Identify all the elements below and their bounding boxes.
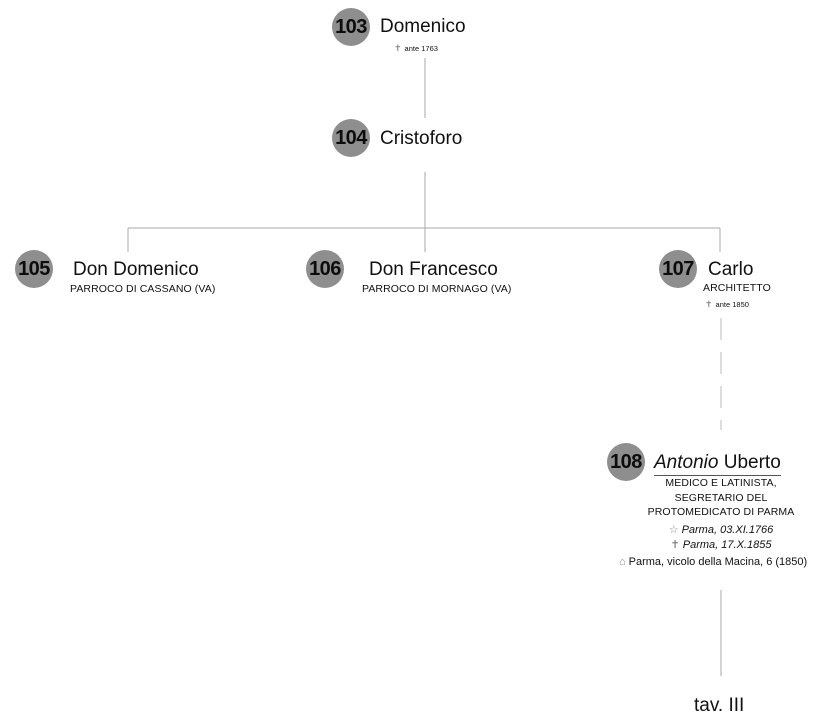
role-107: ARCHITETTO <box>703 282 771 294</box>
death-date-107: ante 1850 <box>715 300 749 309</box>
birth-date-108: Parma, 03.XI.1766 <box>681 524 774 536</box>
person-name-107: Carlo <box>708 259 754 280</box>
badge-105: 105 <box>15 250 53 288</box>
death-date-108: Parma, 17.X.1855 <box>682 539 772 551</box>
role-108-line: PROTOMEDICATO DI PARMA <box>647 506 795 518</box>
person-name-103: Domenico <box>380 16 466 37</box>
badge-107: 107 <box>659 250 697 288</box>
role-106: PARROCO DI MORNAGO (VA) <box>362 283 512 295</box>
birth-108: ☆Parma, 03.XI.1766 <box>631 523 811 536</box>
residence-text-108: Parma, vicolo della Macina, 6 (1850) <box>628 556 808 568</box>
person-name-108-italic: Antonio <box>654 452 719 473</box>
badge-104: 104 <box>332 119 370 157</box>
death-108: ✝Parma, 17.X.1855 <box>631 538 811 551</box>
cross-icon: ✝ <box>670 539 680 551</box>
role-105: PARROCO DI CASSANO (VA) <box>70 283 216 295</box>
role-108: MEDICO E LATINISTA, SEGRETARIO DEL PROTO… <box>631 476 811 520</box>
death-date-103: ante 1763 <box>404 44 438 53</box>
house-icon: ⌂ <box>619 556 626 568</box>
badge-106: 106 <box>306 250 344 288</box>
cross-icon: ✝ <box>394 43 402 53</box>
person-name-108-rest: Uberto <box>723 452 781 473</box>
role-108-line: MEDICO E LATINISTA, <box>665 477 777 489</box>
role-108-line: SEGRETARIO DEL <box>674 491 768 504</box>
star-icon: ☆ <box>668 524 679 536</box>
person-name-104: Cristoforo <box>380 128 463 149</box>
cross-icon: ✝ <box>705 299 713 309</box>
person-name-106: Don Francesco <box>369 259 498 280</box>
person-name-108: Antonio Uberto <box>654 452 781 476</box>
badge-103: 103 <box>332 8 370 46</box>
residence-108: ⌂Parma, vicolo della Macina, 6 (1850) <box>619 556 807 568</box>
badge-108: 108 <box>607 443 645 481</box>
table-reference-link[interactable]: tav. III <box>694 695 745 716</box>
death-103: ✝ante 1763 <box>394 43 438 54</box>
death-107: ✝ante 1850 <box>705 299 749 310</box>
person-name-105: Don Domenico <box>73 259 199 280</box>
